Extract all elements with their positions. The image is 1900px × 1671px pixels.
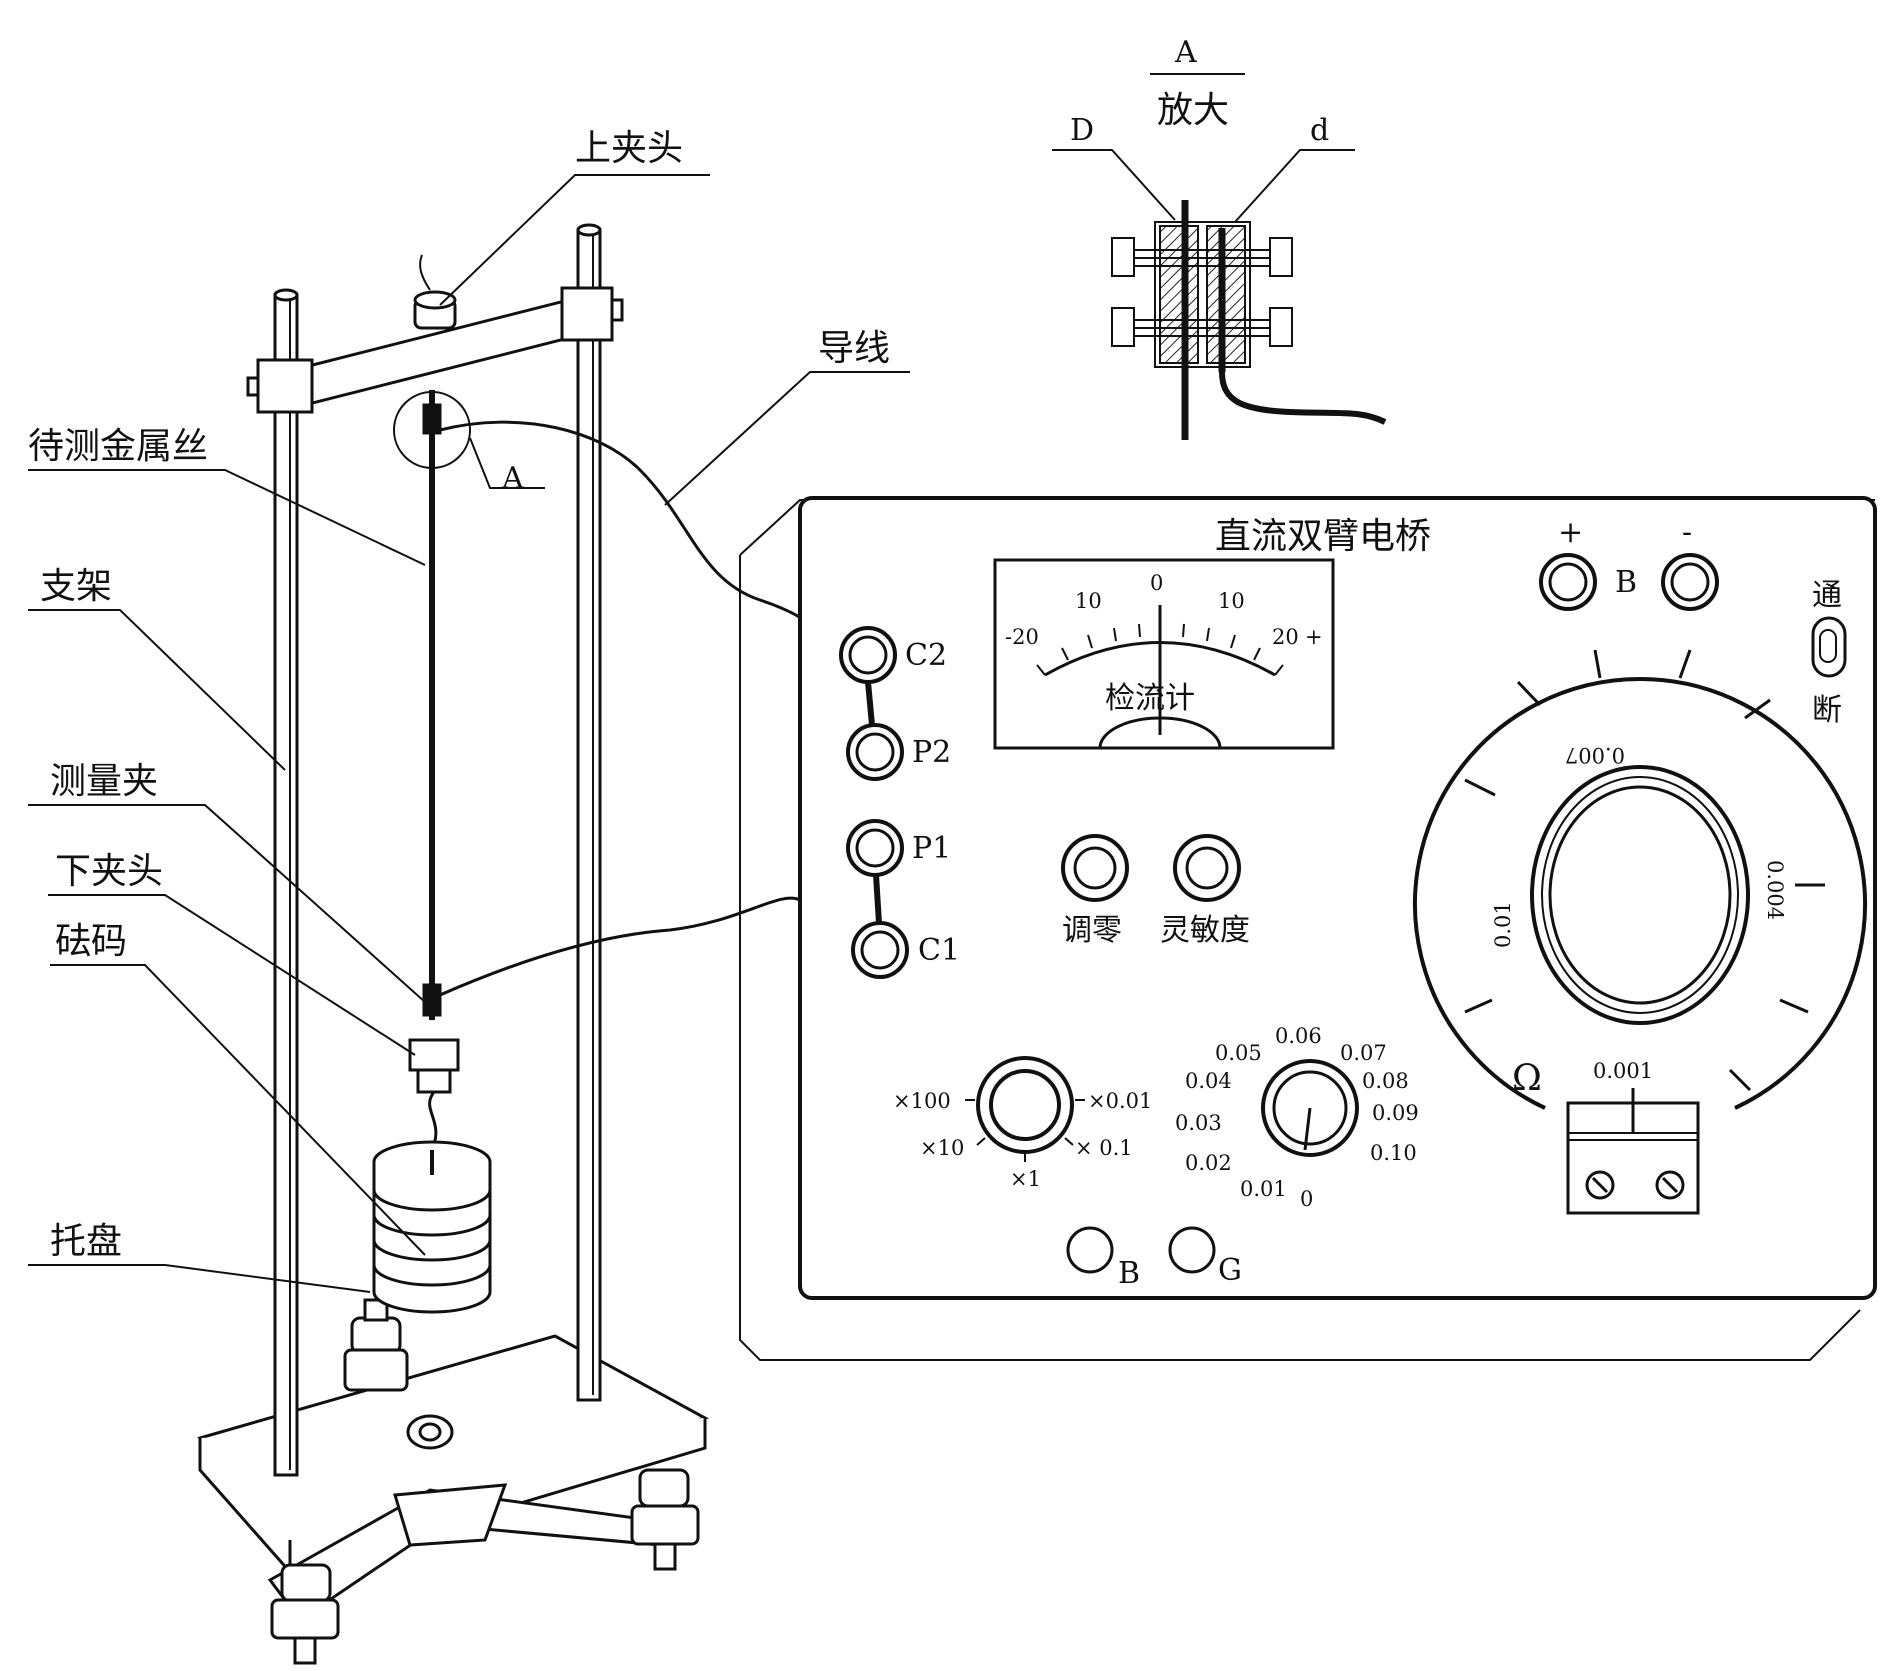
slide-dial-left-label: 0.01 xyxy=(1491,901,1515,948)
slide-dial-top-label: 0.007 xyxy=(1565,743,1625,767)
detail-magnified: A 放大 D d xyxy=(1052,35,1385,440)
step-dial-label: 0.04 xyxy=(1185,1069,1232,1093)
label-lead-wire: 导线 xyxy=(818,328,890,369)
switch-on-label: 通 xyxy=(1812,578,1842,613)
sensitivity-label: 灵敏度 xyxy=(1160,913,1250,948)
slide-dial-bottom-label: 0.001 xyxy=(1593,1059,1653,1083)
multiplier-label: ×1 xyxy=(1010,1167,1041,1191)
step-dial-label: 0.02 xyxy=(1185,1151,1232,1175)
zero-adjust-label: 调零 xyxy=(1062,913,1122,948)
terminal-p2[interactable] xyxy=(848,725,902,779)
multiplier-label: ×0.01 xyxy=(1088,1089,1152,1113)
detail-label-D: D xyxy=(1070,113,1094,148)
label-wire-under-test: 待测金属丝 xyxy=(28,426,208,467)
stand-post-right xyxy=(578,225,600,1400)
stand-post-left xyxy=(275,290,297,1475)
step-dial-label: 0.05 xyxy=(1215,1041,1262,1065)
step-dial-label: 0.01 xyxy=(1240,1177,1287,1201)
step-dial-knob[interactable] xyxy=(1263,1061,1357,1155)
label-measuring-clip: 测量夹 xyxy=(50,761,158,802)
terminal-p1[interactable] xyxy=(848,821,902,875)
sensitivity-knob[interactable] xyxy=(1175,836,1239,900)
label-weights: 砝码 xyxy=(55,921,127,962)
leveling-foot xyxy=(632,1470,698,1569)
button-g-label: G xyxy=(1218,1253,1242,1288)
battery-minus-terminal[interactable] xyxy=(1663,555,1717,609)
label-detail-A: A xyxy=(501,461,524,496)
button-b[interactable] xyxy=(1068,1228,1112,1272)
battery-plus-label: + xyxy=(1558,515,1583,550)
bridge-title: 直流双臂电桥 xyxy=(1215,516,1431,557)
lower-clamp xyxy=(410,1040,458,1150)
multiplier-label: ×100 xyxy=(893,1089,951,1113)
terminal-c1[interactable] xyxy=(853,923,907,977)
label-stand: 支架 xyxy=(40,566,112,607)
step-dial-label: 0.06 xyxy=(1275,1024,1322,1048)
switch-off-label: 断 xyxy=(1812,693,1842,728)
terminal-label-p1: P1 xyxy=(912,831,951,866)
step-dial-label: 0.03 xyxy=(1175,1111,1222,1135)
measuring-clip xyxy=(424,985,440,1015)
gauge-tick-label: 20 xyxy=(1272,625,1299,649)
step-dial-label: 0.08 xyxy=(1362,1069,1409,1093)
gauge-tick-label: 0 xyxy=(1150,571,1163,595)
battery-plus-terminal[interactable] xyxy=(1541,555,1595,609)
zero-adjust-knob[interactable] xyxy=(1063,836,1127,900)
galvanometer-label: 检流计 xyxy=(1105,681,1195,716)
gauge-tick-label: + xyxy=(1305,625,1323,649)
terminal-label-p2: P2 xyxy=(912,735,951,770)
weight-stack xyxy=(374,1142,490,1312)
button-b-label: B xyxy=(1118,1256,1140,1291)
label-lower-clamp: 下夹头 xyxy=(55,851,163,892)
terminal-label-c1: C1 xyxy=(918,933,960,968)
galvanometer: 检流计 -20 10 0 10 20 + xyxy=(995,560,1333,748)
leveling-foot xyxy=(272,1565,338,1663)
upper-clamp xyxy=(415,255,455,328)
label-upper-clamp: 上夹头 xyxy=(575,128,683,169)
multiplier-label: ×10 xyxy=(920,1136,964,1160)
terminal-label-c2: C2 xyxy=(905,638,947,673)
step-dial-label: 0.09 xyxy=(1372,1101,1419,1125)
button-g[interactable] xyxy=(1170,1228,1214,1272)
step-dial-label: 0.07 xyxy=(1340,1041,1387,1065)
base-knob xyxy=(408,1416,452,1448)
battery-label: B xyxy=(1615,565,1637,600)
leveling-foot xyxy=(345,1300,407,1390)
label-tray: 托盘 xyxy=(50,1221,122,1262)
battery-minus-label: - xyxy=(1682,515,1692,550)
gauge-tick-label: 10 xyxy=(1218,589,1245,613)
double-bridge: 直流双臂电桥 检流计 -20 10 0 10 20 + xyxy=(740,498,1875,1360)
step-dial-label: 0 xyxy=(1300,1187,1313,1211)
terminal-c2[interactable] xyxy=(841,628,895,682)
slide-dial-right-label: 0.004 xyxy=(1763,860,1787,920)
detail-subtitle: 放大 xyxy=(1157,90,1229,131)
step-dial-label: 0.10 xyxy=(1370,1141,1417,1165)
multiplier-label: × 0.1 xyxy=(1075,1136,1133,1160)
gauge-tick-label: 10 xyxy=(1075,589,1102,613)
detail-label-d: d xyxy=(1310,113,1329,148)
stand-apparatus xyxy=(200,225,705,1663)
detail-title: A xyxy=(1174,35,1197,70)
gauge-tick-label: -20 xyxy=(1005,625,1039,649)
ohm-unit-label: Ω xyxy=(1512,1058,1542,1099)
power-switch[interactable] xyxy=(1813,618,1845,676)
